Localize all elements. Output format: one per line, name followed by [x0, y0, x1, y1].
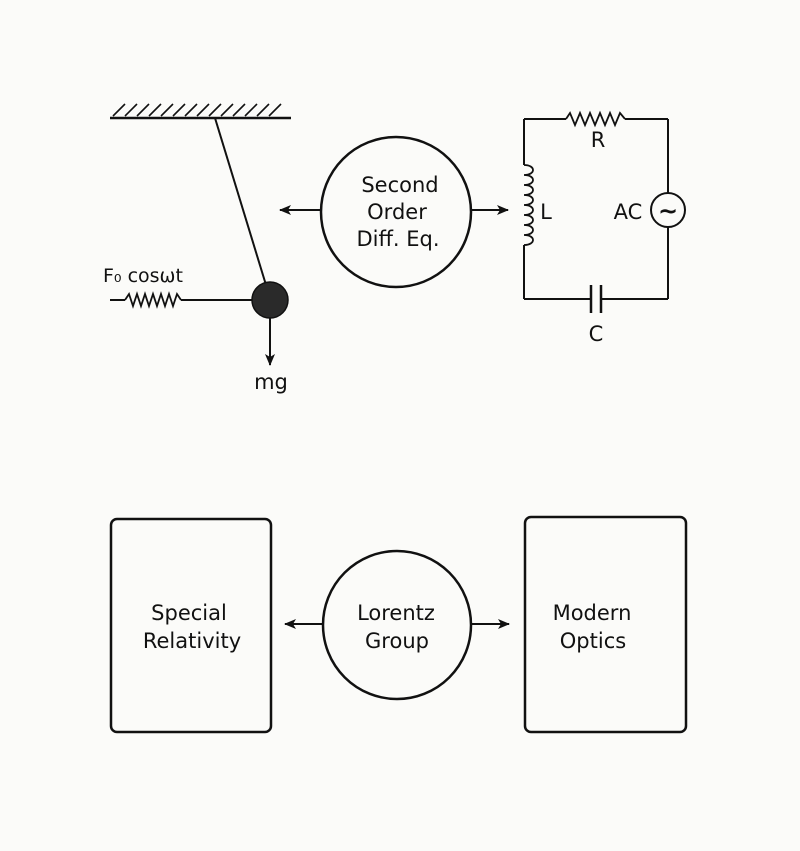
lorentz-circle	[321, 549, 473, 701]
ac-sine-icon: ~	[658, 197, 678, 225]
rlc-circuit-group	[523, 110, 686, 313]
inductor-label: L	[540, 200, 552, 224]
force-label: F₀ cosωt	[103, 265, 183, 287]
ac-source-label: AC	[614, 200, 643, 224]
second-order-line1: Second	[361, 173, 438, 197]
special-relativity-box	[109, 517, 273, 734]
resistor-label: R	[591, 128, 606, 152]
resistor-symbol	[565, 110, 626, 128]
modern-optics-line2: Optics	[560, 629, 626, 653]
ceiling-hatching	[112, 103, 282, 117]
weight-label: mg	[254, 370, 288, 394]
second-order-circle	[319, 135, 473, 289]
special-relativity-line2: Relativity	[143, 629, 241, 653]
modern-optics-line1: Modern	[553, 601, 632, 625]
second-order-line3: Diff. Eq.	[356, 227, 439, 251]
pendulum-bob	[251, 281, 289, 319]
spring-coil	[124, 291, 182, 309]
lorentz-line2: Group	[365, 629, 429, 653]
modern-optics-box	[523, 515, 688, 734]
inductor-symbol	[523, 164, 534, 246]
second-order-group: Second Order Diff. Eq.	[279, 135, 509, 289]
special-relativity-line1: Special	[151, 601, 227, 625]
pendulum-string	[214, 117, 267, 286]
pendulum-group: F₀ cosωt mg	[103, 103, 291, 394]
lorentz-group: Special Relativity Lorentz Group Modern …	[109, 515, 688, 734]
second-order-line2: Order	[367, 200, 427, 224]
lorentz-line1: Lorentz	[357, 601, 435, 625]
capacitor-label: C	[589, 322, 604, 346]
